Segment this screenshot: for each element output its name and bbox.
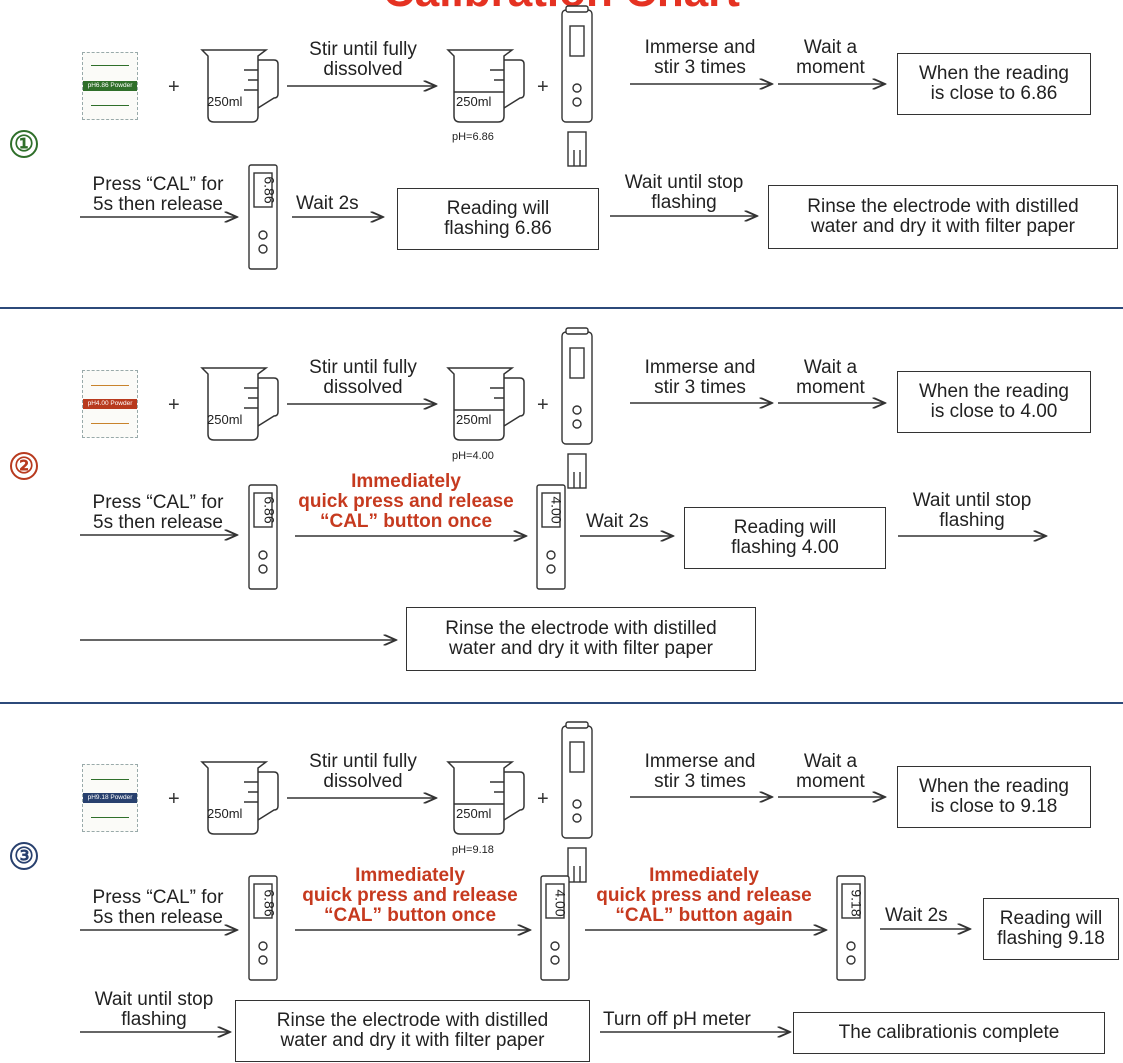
plus-sign: + (168, 76, 180, 98)
powder-label: pH9.18 Powder (83, 793, 137, 803)
beaker-volume: 250ml (456, 806, 492, 821)
section-divider (0, 702, 1123, 704)
solution-ph: pH=9.18 (452, 844, 494, 856)
plus-sign: + (537, 76, 549, 98)
powder-packet: pH9.18 Powder (82, 764, 138, 832)
turn-off-label: Turn off pH meter (603, 1009, 751, 1030)
stir-label: Stir until fully dissolved (309, 751, 417, 792)
rinse-box: Rinse the electrode with distilled water… (235, 1000, 590, 1062)
immerse-label: Immerse and stir 3 times (644, 37, 756, 78)
beaker-illustrations (200, 49, 525, 835)
beaker-volume: 250ml (207, 412, 243, 427)
press-cal-label: Press “CAL” for 5s then release (92, 492, 224, 533)
meter-display: 9.18 (848, 889, 865, 917)
beaker-volume: 250ml (456, 412, 492, 427)
wait-2s-label: Wait 2s (586, 511, 649, 532)
plus-sign: + (168, 394, 180, 416)
beaker-volume: 250ml (207, 94, 243, 109)
solution-ph: pH=6.86 (452, 131, 494, 143)
wait-stop-label: Wait until stop flashing (94, 989, 214, 1030)
step-2-number: ② (10, 452, 38, 480)
solution-ph: pH=4.00 (452, 450, 494, 462)
step-1-number: ① (10, 130, 38, 158)
wait-stop-label: Wait until stop flashing (912, 490, 1032, 531)
powder-packet: pH6.86 Powder (82, 52, 138, 120)
plus-sign: + (537, 788, 549, 810)
flashing-box: Reading will flashing 9.18 (983, 898, 1119, 960)
meter-display: 6.86 (261, 496, 278, 524)
reading-box: When the reading is close to 4.00 (897, 371, 1091, 433)
meter-display: 6.86 (261, 176, 278, 204)
powder-label: pH4.00 Powder (83, 399, 137, 409)
wait-label: Wait a moment (796, 751, 865, 792)
beaker-volume: 250ml (207, 806, 243, 821)
flashing-box: Reading will flashing 6.86 (397, 188, 599, 250)
ph-meter-illustrations (561, 5, 593, 883)
rinse-box: Rinse the electrode with distilled water… (768, 185, 1118, 249)
rinse-box: Rinse the electrode with distilled water… (406, 607, 756, 671)
reading-box: When the reading is close to 9.18 (897, 766, 1091, 828)
immediately-label: Immediately quick press and release “CAL… (298, 471, 514, 532)
section-divider (0, 307, 1123, 309)
beaker-volume: 250ml (456, 94, 492, 109)
meter-display: 4.00 (548, 496, 565, 524)
powder-label: pH6.86 Powder (83, 81, 137, 91)
step-3-number: ③ (10, 842, 38, 870)
immediately-once-label: Immediately quick press and release “CAL… (302, 865, 518, 926)
page-title: Calibration Chart (0, 0, 1123, 14)
stir-label: Stir until fully dissolved (309, 357, 417, 398)
wait-2s-label: Wait 2s (885, 905, 948, 926)
flashing-box: Reading will flashing 4.00 (684, 507, 886, 569)
stir-label: Stir until fully dissolved (309, 39, 417, 80)
plus-sign: + (168, 788, 180, 810)
immerse-label: Immerse and stir 3 times (644, 357, 756, 398)
plus-sign: + (537, 394, 549, 416)
complete-box: The calibrationis complete (793, 1012, 1105, 1054)
small-meter-illustrations (248, 164, 866, 981)
wait-label: Wait a moment (796, 37, 865, 78)
immerse-label: Immerse and stir 3 times (644, 751, 756, 792)
wait-2s-label: Wait 2s (296, 193, 359, 214)
press-cal-label: Press “CAL” for 5s then release (92, 887, 224, 928)
wait-stop-label: Wait until stop flashing (624, 172, 744, 213)
meter-display: 6.86 (261, 889, 278, 917)
reading-box: When the reading is close to 6.86 (897, 53, 1091, 115)
meter-display: 4.00 (552, 889, 569, 917)
wait-label: Wait a moment (796, 357, 865, 398)
immediately-again-label: Immediately quick press and release “CAL… (596, 865, 812, 926)
powder-packet: pH4.00 Powder (82, 370, 138, 438)
press-cal-label: Press “CAL” for 5s then release (92, 174, 224, 215)
